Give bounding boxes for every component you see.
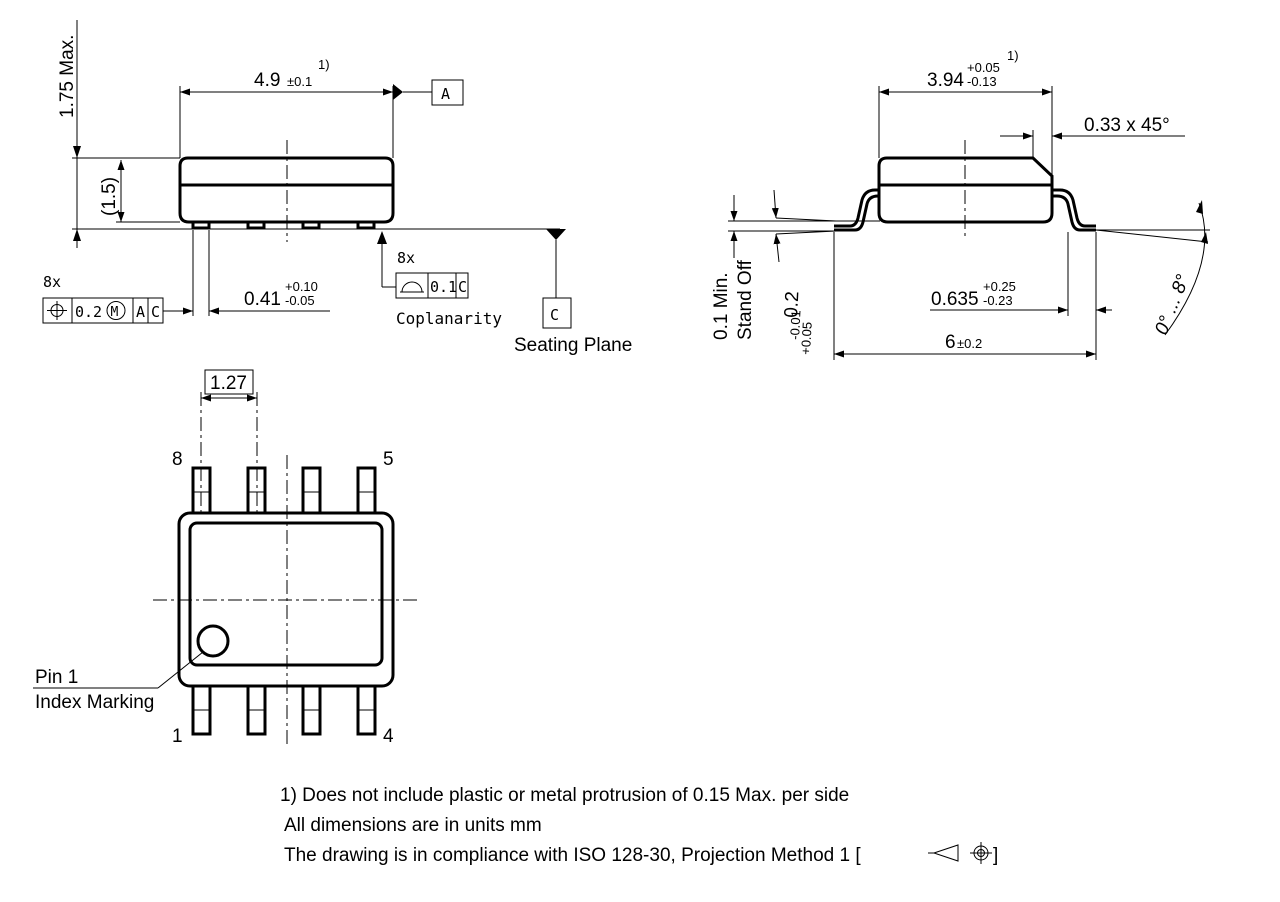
height-arrow-bottom bbox=[73, 229, 81, 241]
coplanarity-arrow bbox=[377, 231, 387, 244]
seating-plane-label: Seating Plane bbox=[514, 335, 632, 356]
angle-tilt-line bbox=[1095, 229, 1209, 243]
pin1-leader-diagonal bbox=[157, 651, 204, 689]
note-line-2: All dimensions are in units mm bbox=[284, 815, 542, 836]
svg-text:]: ] bbox=[993, 845, 998, 866]
overall-width-value: 6 bbox=[945, 332, 956, 353]
body-width-note-ref: 1) bbox=[1007, 48, 1019, 63]
body-height-ref-label: (1.5) bbox=[99, 177, 120, 216]
notes: 1) Does not include plastic or metal pro… bbox=[280, 785, 998, 866]
bottom-leads bbox=[191, 684, 377, 736]
angle-arrow-top bbox=[1196, 200, 1203, 214]
angle-arrow-bottom bbox=[1201, 232, 1208, 244]
body-length-tolerance: ±0.1 bbox=[287, 74, 312, 89]
lead-thickness-extension-bottom bbox=[775, 230, 837, 235]
mmc-modifier-circle bbox=[106, 301, 126, 320]
top-view: 1.27 bbox=[33, 369, 418, 747]
lead-thickness-value: 0.2 bbox=[781, 291, 803, 318]
note-line-1: 1) Does not include plastic or metal pro… bbox=[280, 785, 849, 806]
pin1-label-line2: Index Marking bbox=[35, 692, 154, 713]
foot-length-tol-upper: +0.25 bbox=[983, 279, 1016, 294]
overall-width-tolerance: ±0.2 bbox=[957, 336, 982, 351]
foot-length-tol-lower: -0.23 bbox=[983, 293, 1013, 308]
datum-a-box bbox=[431, 79, 464, 106]
datum-a-label: A bbox=[441, 85, 450, 103]
position-tol-modifier: M bbox=[111, 305, 119, 320]
position-tolerance-icon bbox=[47, 301, 67, 320]
standoff-value: 0.1 Min. bbox=[711, 272, 732, 340]
pitch-basic-box bbox=[204, 369, 254, 395]
height-arrow-top bbox=[73, 146, 81, 158]
lead-width-tol-lower: -0.05 bbox=[285, 293, 315, 308]
position-tol-datum-c: C bbox=[151, 303, 160, 321]
pin-number-8: 8 bbox=[172, 449, 183, 470]
datum-c-label: C bbox=[550, 306, 559, 324]
coplanarity-datum: C bbox=[458, 278, 467, 296]
position-tol-value: 0.2 bbox=[75, 303, 102, 321]
position-tol-datum-a: A bbox=[136, 303, 145, 321]
body-width-tol-lower: -0.13 bbox=[967, 74, 997, 89]
top-body-inner bbox=[188, 521, 384, 667]
coplanarity-count: 8x bbox=[397, 249, 415, 267]
lead-thickness-tol-lower: -0.01 bbox=[787, 310, 804, 340]
profile-of-surface-icon bbox=[400, 281, 424, 293]
pin-number-5: 5 bbox=[383, 449, 394, 470]
pitch-value: 1.27 bbox=[210, 373, 247, 394]
lead-thickness-tol-upper: +0.05 bbox=[798, 322, 815, 356]
projection-method-icon: ] bbox=[928, 842, 998, 866]
top-leads bbox=[191, 466, 377, 518]
angle-arc bbox=[1164, 202, 1206, 336]
body-width-value: 3.94 bbox=[927, 70, 964, 91]
foot-length-value: 0.635 bbox=[931, 289, 979, 310]
datum-c-box bbox=[542, 297, 572, 329]
seating-plane-triangle bbox=[546, 229, 566, 240]
lead-thickness-arrow-bottom bbox=[773, 233, 781, 263]
position-tol-count: 8x bbox=[43, 273, 61, 291]
lead-width-tol-upper: +0.10 bbox=[285, 279, 318, 294]
angle-range-label: 0° ... 8° bbox=[1151, 271, 1194, 337]
pin-number-4: 4 bbox=[383, 726, 394, 747]
body-width-tol-upper: +0.05 bbox=[967, 60, 1000, 75]
standoff-label: Stand Off bbox=[735, 259, 756, 340]
pin1-index-dot bbox=[196, 624, 230, 658]
pin1-label-line1: Pin 1 bbox=[35, 667, 78, 688]
note-line-3: The drawing is in compliance with ISO 12… bbox=[284, 845, 861, 866]
body-length-value: 4.9 bbox=[254, 70, 280, 91]
coplanarity-value: 0.1 bbox=[430, 278, 457, 296]
coplanarity-label: Coplanarity bbox=[396, 309, 502, 328]
position-tol-frame bbox=[42, 297, 164, 324]
pin-number-1: 1 bbox=[172, 726, 183, 747]
lead-thickness-extension-top bbox=[775, 217, 837, 222]
body-length-note-ref: 1) bbox=[318, 57, 330, 72]
height-max-label: 1.75 Max. bbox=[57, 35, 78, 118]
lead-thickness-arrow-top bbox=[771, 189, 779, 219]
lead-width-value: 0.41 bbox=[244, 289, 281, 310]
datum-a-triangle bbox=[393, 84, 403, 100]
chamfer-label: 0.33 x 45° bbox=[1084, 115, 1170, 136]
side-view: 1.75 Max. (1.5) 4.9 ±0.1 1) A C Seating … bbox=[42, 20, 632, 356]
end-view: 3.94 +0.05 -0.13 1) 0.33 x 45° 0.1 Min. … bbox=[711, 48, 1210, 360]
